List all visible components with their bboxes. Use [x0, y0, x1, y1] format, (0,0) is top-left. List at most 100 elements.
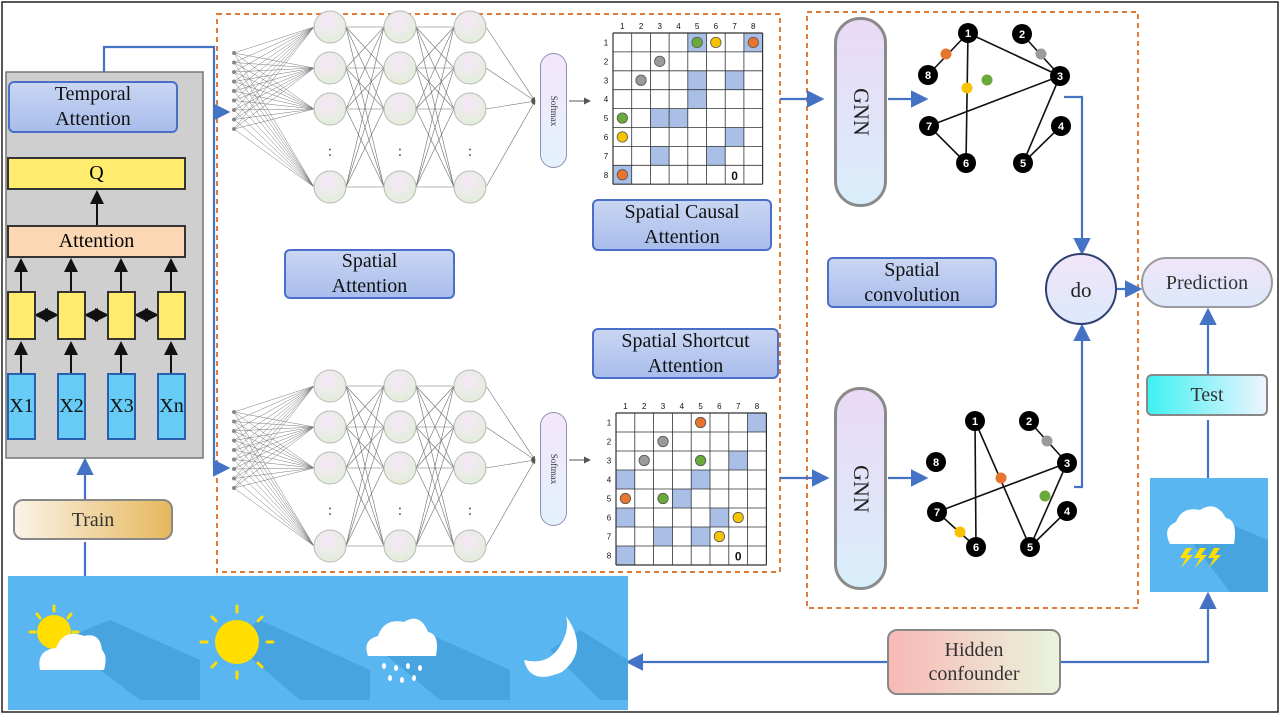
attention-dot: [657, 492, 669, 505]
network-node: [313, 51, 347, 85]
temporal-attention-line1: Temporal: [54, 83, 132, 105]
softmax-bottom-text: Softmax: [548, 453, 559, 485]
matrix-cell-shaded: [616, 470, 635, 489]
matrix-cell-shaded: [650, 108, 670, 128]
graph-edge: [1029, 462, 1068, 548]
attention-dot: [619, 492, 632, 505]
graph-node-label: 3: [1064, 458, 1070, 470]
spatial-shortcut-line2: Attention: [647, 354, 724, 377]
gnn-bottom: GNN: [834, 387, 887, 590]
network-node: [453, 529, 487, 563]
spatial-attention-line1: Spatial: [341, 250, 398, 272]
graph-node-label: 1: [965, 28, 971, 40]
graph-edge-dot: [1035, 48, 1047, 60]
graph-node-label: 1: [972, 416, 978, 428]
matrix-col-label: 8: [755, 402, 760, 411]
graph-node-label: 5: [1027, 542, 1033, 554]
network-node: [453, 51, 487, 85]
sunny-icon: [199, 604, 370, 700]
graph-node-label: 2: [1019, 29, 1025, 41]
graph-node: [1057, 453, 1077, 473]
softmax-bottom: Softmax: [540, 412, 567, 526]
test-label: Test: [1146, 374, 1268, 416]
matrix-row-label: 7: [607, 533, 612, 542]
matrix-cell-shaded: [672, 489, 692, 508]
matrix-col-label: 6: [717, 402, 722, 411]
network-node: [453, 170, 487, 204]
matrix-cell-shaded: [691, 470, 710, 489]
matrix-col-label: 1: [623, 402, 628, 411]
svg-text::: :: [398, 502, 402, 519]
graph-node-label: 6: [973, 542, 979, 554]
matrix-col-label: 3: [658, 22, 663, 31]
matrix-cell-shaded: [616, 508, 635, 527]
q-box: Q: [7, 157, 186, 190]
spatial-shortcut-line1: Spatial Shortcut: [621, 329, 750, 352]
rainy-icon: [366, 618, 510, 700]
graph-edge: [974, 420, 977, 548]
matrix-row-label: 8: [607, 552, 612, 561]
matrix-cell-shaded: [691, 527, 710, 546]
graph-node: [965, 411, 985, 431]
attention-box: Attention: [7, 225, 186, 258]
attention-dot: [616, 169, 628, 181]
matrix-row-label: 3: [607, 457, 612, 466]
flow-arrows: [14, 45, 1217, 671]
network-node: [313, 10, 347, 44]
graph-node: [1019, 411, 1039, 431]
network-node: [313, 410, 347, 444]
graph-edge: [936, 462, 1068, 513]
graph-node-label: 8: [925, 70, 931, 82]
temporal-attention-line2: Attention: [55, 108, 131, 130]
matrix-col-label: 2: [642, 402, 647, 411]
matrix-cell-shaded: [650, 146, 670, 166]
prediction-label: Prediction: [1141, 257, 1273, 308]
temporal-to-spatial-bottom-arrow: [212, 112, 231, 477]
graph-node: [918, 65, 938, 85]
matrix-cell-shaded: [669, 108, 688, 128]
graph-edge: [965, 32, 969, 164]
graph-edge-dot: [1039, 490, 1051, 502]
matrix-col-label: 6: [714, 22, 719, 31]
graph-node-label: 2: [1026, 416, 1032, 428]
graph-node: [966, 537, 986, 557]
graph-node-label: 3: [1057, 71, 1063, 83]
matrix-cell-shaded: [725, 70, 744, 90]
neural-network-layer: ::::::: [232, 10, 591, 563]
matrix-row-label: 7: [604, 152, 609, 161]
graph-edge-dot: [940, 48, 952, 60]
graph-edge-dot: [1041, 435, 1053, 447]
attention-dot: [747, 36, 759, 49]
network-node: [453, 92, 487, 126]
graph-node: [958, 23, 978, 43]
attention-dot: [638, 454, 650, 467]
attention-dot: [694, 416, 707, 429]
rnn-cell-2: [57, 291, 86, 340]
gnn-top-text: GNN: [848, 88, 874, 136]
graph-edge-dot: [995, 472, 1007, 484]
matrix-zero-label: 0: [731, 169, 738, 183]
attention-dot: [710, 36, 722, 49]
matrix-row-label: 2: [607, 438, 612, 447]
spatial-convolution-line2: convolution: [864, 283, 960, 306]
spatial-attention-network-2: :::: [232, 369, 591, 563]
matrix-row-label: 2: [604, 57, 609, 66]
rnn-cell-3: [107, 291, 136, 340]
attention-dot: [691, 36, 703, 49]
graph-top-to-do-arrow: [1064, 95, 1091, 256]
graph-node: [1051, 116, 1071, 136]
spatial-causal-line1: Spatial Causal: [624, 201, 740, 223]
graph-node: [956, 153, 976, 173]
attention-dot: [732, 511, 744, 524]
network-node: [383, 170, 417, 204]
matrix-zero-label: 0: [735, 550, 742, 564]
graph-node-label: 4: [1058, 121, 1065, 133]
matrix-col-label: 2: [639, 22, 644, 31]
matrix-cell-shaded: [710, 508, 729, 527]
